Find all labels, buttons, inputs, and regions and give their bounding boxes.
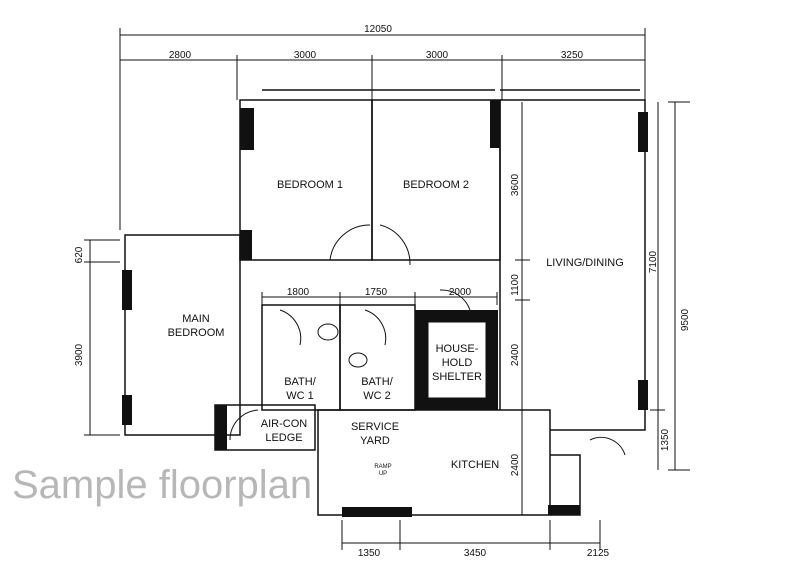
- room-aircon-1: AIR-CON: [261, 418, 308, 430]
- ramp-label-2: UP: [379, 471, 387, 477]
- room-bath-2b: WC 2: [363, 390, 391, 402]
- dim-top-3: 3000: [426, 50, 449, 61]
- dim-bottom-1: 1350: [358, 548, 381, 559]
- room-main-bedroom-2: BEDROOM: [168, 327, 225, 339]
- dim-overall: 12050: [364, 24, 392, 35]
- ramp-label-1: RAMP: [374, 464, 391, 470]
- dim-left-1: 620: [74, 246, 85, 263]
- dim-right-mid-1: 7100: [648, 250, 659, 273]
- room-bedroom-2: BEDROOM 2: [403, 179, 469, 191]
- dim-left-2: 3900: [74, 343, 85, 366]
- dim-right-inner-4: 2400: [510, 453, 521, 476]
- room-service-yard-1: SERVICE: [351, 421, 399, 433]
- dim-top-2: 3000: [294, 50, 317, 61]
- room-bedroom-1: BEDROOM 1: [277, 179, 343, 191]
- dim-top-4: 3250: [561, 50, 584, 61]
- dim-right-inner-3: 2400: [510, 343, 521, 366]
- shelter-interior: [427, 321, 487, 399]
- dim-bottom-2: 3450: [464, 548, 487, 559]
- dim-right-outer: 9500: [680, 308, 691, 331]
- dim-inner-2: 1750: [365, 287, 388, 298]
- dim-right-inner-2: 1100: [510, 274, 521, 296]
- room-shelter-3: SHELTER: [432, 371, 482, 383]
- room-aircon-2: LEDGE: [265, 432, 302, 444]
- dim-bottom-3: 2125: [587, 548, 610, 559]
- room-service-yard-2: YARD: [360, 435, 390, 447]
- room-bath-1b: WC 1: [286, 390, 314, 402]
- doors: [229, 224, 626, 456]
- room-shelter-1: HOUSE-: [436, 343, 479, 355]
- room-bath-2a: BATH/: [361, 376, 394, 388]
- dim-right-inner-1: 3600: [510, 173, 521, 196]
- dimension-lines: [84, 28, 690, 550]
- room-main-bedroom-1: MAIN: [182, 313, 210, 325]
- room-bath-1a: BATH/: [284, 376, 317, 388]
- dim-right-mid-2: 1350: [660, 428, 671, 451]
- room-kitchen: KITCHEN: [451, 459, 499, 471]
- walls: [124, 89, 646, 516]
- dim-top-1: 2800: [169, 50, 192, 61]
- dim-inner-3: 2000: [449, 287, 472, 298]
- room-living-dining: LIVING/DINING: [546, 257, 624, 269]
- dim-inner-1: 1800: [287, 287, 310, 298]
- room-shelter-2: HOLD: [442, 357, 473, 369]
- watermark: Sample floorplan: [12, 463, 312, 507]
